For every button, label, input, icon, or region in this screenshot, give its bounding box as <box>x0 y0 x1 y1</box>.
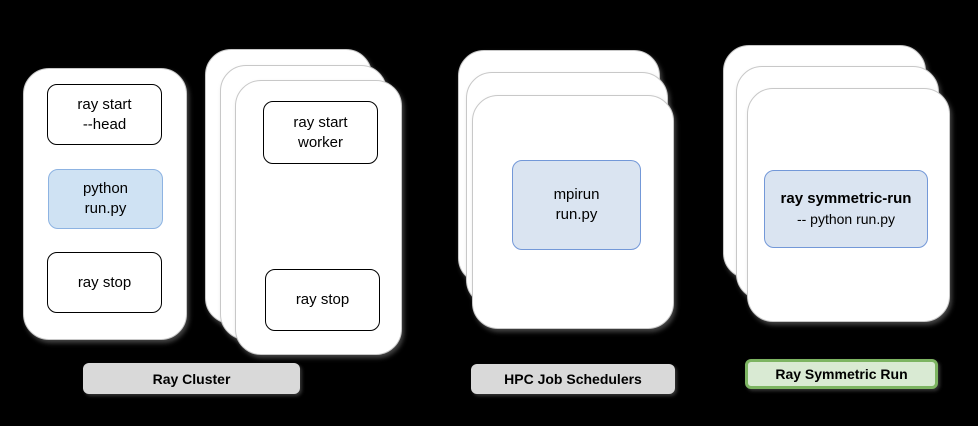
cmd-text: ray stop <box>295 291 350 308</box>
symmetric-run-card-front: ray symmetric-run -- python run.py <box>747 88 950 322</box>
cmd-text: -- python run.py <box>796 211 896 227</box>
cmd-text: python <box>82 180 129 197</box>
cmd-ray-start-head-box: ray start --head <box>47 84 162 145</box>
cmd-text: --head <box>82 115 127 133</box>
cmd-ray-symmetric-run-box: ray symmetric-run -- python run.py <box>764 170 928 248</box>
head-node-card: ray start --head python run.py ray stop <box>23 68 187 340</box>
cmd-text: mpirun <box>553 186 600 203</box>
cmd-text: worker <box>297 133 343 151</box>
cmd-text: ray symmetric-run <box>780 190 912 207</box>
cmd-text: ray stop <box>77 273 132 291</box>
label-ray-symmetric-run: Ray Symmetric Run <box>745 359 938 389</box>
worker-node-card-front: ray start worker ray stop <box>235 80 402 355</box>
cmd-text: ray start <box>293 113 348 131</box>
cmd-mpirun-box: mpirun run.py <box>512 160 641 250</box>
label-ray-cluster: Ray Cluster <box>83 363 300 394</box>
label-hpc-job-schedulers: HPC Job Schedulers <box>471 364 675 394</box>
cmd-text: ray start <box>77 95 132 113</box>
cmd-ray-stop-box: ray stop <box>47 252 162 313</box>
cmd-ray-stop-worker-box: ray stop <box>265 269 380 331</box>
cmd-ray-start-worker-box: ray start worker <box>263 101 378 164</box>
hpc-card-front: mpirun run.py <box>472 95 674 329</box>
cmd-text: run.py <box>84 200 127 217</box>
cmd-python-run-box: python run.py <box>48 169 163 229</box>
cmd-text: run.py <box>555 206 598 223</box>
